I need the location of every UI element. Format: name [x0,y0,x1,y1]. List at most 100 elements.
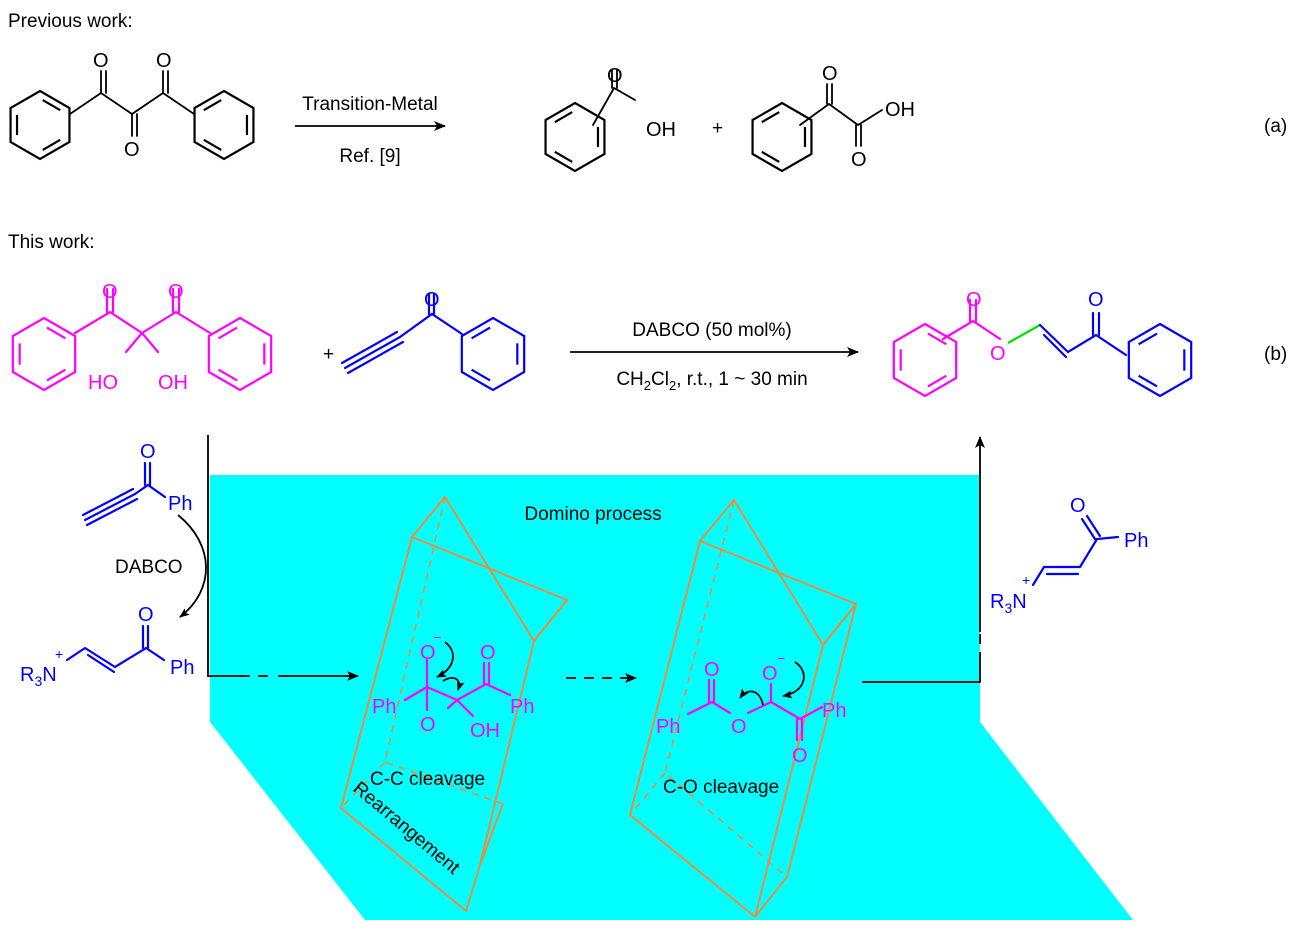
electron-push-arrow [782,661,805,699]
epoxide-oxygen-label: O [420,714,436,736]
phenyl-label: Ph [1124,530,1148,552]
aromatic-double-bond [218,326,238,340]
oxygen-label: O [792,745,808,767]
electron-push-arrow [739,688,764,706]
oxygen-label: O [822,63,838,85]
oxygen-label: O [990,343,1006,365]
reaction-b-conditions: CH2Cl2, r.t., 1 ~ 30 min [616,369,807,393]
oxygen-label: O [966,289,982,311]
electron-push-arrow [442,677,465,691]
benzene-ring [751,101,813,173]
domino-panel-background [210,475,1133,920]
oxygen-label: O [124,139,140,161]
oxygen-label: O [607,65,623,87]
phenyl-label: Ph [170,657,194,679]
oxygen-label: O [1070,495,1086,517]
aromatic-double-bond [218,368,238,382]
benzene-ring [11,316,77,392]
dabco-label: DABCO [115,557,183,578]
reaction-b-catalyst: DABCO (50 mol%) [632,320,791,341]
ynone-small: O Ph [81,441,192,527]
aromatic-double-bond [927,332,947,346]
aromatic-double-bond [42,138,61,151]
aromatic-double-bond [554,111,573,124]
benzene-ring [9,89,71,161]
oxygen-label: O [93,50,109,72]
oxygen-label: O [140,441,156,463]
phenyl-label: Ph [372,696,396,718]
dabco-curved-arrow [177,514,207,618]
aromatic-double-bond [1138,332,1158,346]
oxygen-anion-label: O [762,663,778,685]
benzoic-acid-structure: O OH [592,65,676,141]
aromatic-double-bond [554,150,573,163]
phenylglyoxylic-acid-structure: O OH O [799,63,915,171]
aromatic-double-bond [761,150,780,163]
co-cleavage-label: C-O cleavage [663,777,779,798]
oxygen-label: O [1088,289,1104,311]
aromatic-double-bond [761,111,780,124]
oxygen-label: O [851,149,867,171]
charge-minus: − [777,650,785,666]
oxygen-label: O [704,659,720,681]
domino-process-title: Domino process [524,504,661,525]
previous-work-heading: Previous work: [8,11,133,32]
anhydride-intermediate: O O − Ph O Ph O [656,650,846,767]
ammonium-enone-left: O Ph R3N + [20,604,194,689]
plus-sign: + [323,344,334,365]
prism-co-cleavage [628,498,858,918]
epoxide-intermediate: O − O Ph Ph O OH [372,629,534,742]
ammonium-enone-right: O Ph R3N + [990,495,1148,616]
aromatic-double-bond [471,326,491,340]
aromatic-double-bond [46,368,66,382]
aromatic-double-bond [927,374,947,388]
phenyl-label: Ph [168,493,192,515]
mechanism-flow-line [207,435,240,677]
hydroxyl-label: OH [470,720,500,742]
hydroxyl-label: OH [158,372,188,394]
charge-minus: − [433,629,441,645]
phenyl-label: Ph [822,700,846,722]
oxygen-label: O [102,281,118,303]
phenyl-label: Ph [510,696,534,718]
aromatic-double-bond [1138,374,1158,388]
benzene-ring [544,101,606,173]
reaction-a-label: (a) [1264,116,1287,137]
charge-plus: + [1022,572,1030,588]
ammonium-label: R3N [20,664,57,689]
triketone-structure: O O O [69,50,195,161]
enol-ester-product: O O O [941,289,1128,365]
prism-rearrangement [339,495,569,913]
oxygen-label: O [156,50,172,72]
reaction-a-reference: Ref. [9] [339,146,400,167]
benzene-ring [207,316,273,392]
aromatic-double-bond [42,99,61,112]
oxygen-anion-label: O [420,642,436,664]
ester-oxygen-label: O [731,716,747,738]
benzene-ring [460,316,526,392]
benzene-ring [892,322,958,398]
charge-plus: + [55,646,63,662]
mechanism-flow-line [862,662,981,683]
hydroxyl-label: OH [885,99,915,121]
benzene-ring [1127,322,1193,398]
aromatic-double-bond [203,99,222,112]
oxygen-label: O [480,642,496,664]
electron-push-arrow [436,641,454,678]
oxygen-label: O [424,289,440,311]
diketone-diol-reactant: O O HO OH [73,281,212,394]
aromatic-double-bond [203,138,222,151]
hydroxyl-label: OH [646,119,676,141]
reaction-a-reagent: Transition-Metal [302,94,438,115]
ammonium-label: R3N [990,591,1027,616]
oxygen-label: O [168,281,184,303]
benzene-ring [193,89,255,161]
plus-sign: + [712,118,723,139]
hydroxyl-label: HO [88,372,118,394]
this-work-heading: This work: [8,232,95,253]
phenyl-label: Ph [656,716,680,738]
aromatic-double-bond [471,368,491,382]
aromatic-double-bond [46,326,66,340]
cc-cleavage-label: C-C cleavage [370,769,485,790]
